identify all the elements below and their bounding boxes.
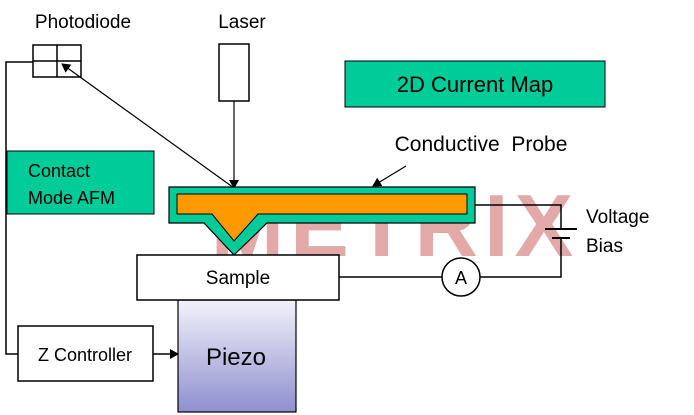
probe-pointer-arrow [372, 165, 407, 187]
current-map-box [344, 60, 606, 108]
ammeter-label: A [455, 268, 467, 288]
sample-block [136, 254, 340, 301]
photodiode-label: Photodiode [35, 12, 131, 33]
current-map-label: 2D Current Map [397, 72, 554, 97]
laser-label: Laser [218, 12, 266, 33]
voltage-label: Voltage [586, 207, 649, 228]
ammeter-icon [441, 257, 481, 297]
contact-mode-label-line2: Mode AFM [28, 188, 115, 208]
bias-wire-bottom [480, 238, 562, 278]
laser-icon [218, 43, 250, 102]
conductive-probe-label: Conductive Probe [395, 133, 568, 156]
contact-mode-label-line1: Contact [28, 161, 90, 181]
bias-wire-top [475, 204, 562, 229]
reflected-beam [61, 63, 235, 189]
bias-label: Bias [586, 236, 623, 257]
z-controller-box [17, 325, 154, 382]
feedback-wire [5, 61, 33, 355]
sample-label: Sample [206, 268, 270, 289]
cantilever-probe [168, 186, 476, 256]
contact-mode-box [6, 150, 155, 215]
piezo-label: Piezo [206, 344, 266, 371]
z-controller-label: Z Controller [38, 345, 132, 365]
